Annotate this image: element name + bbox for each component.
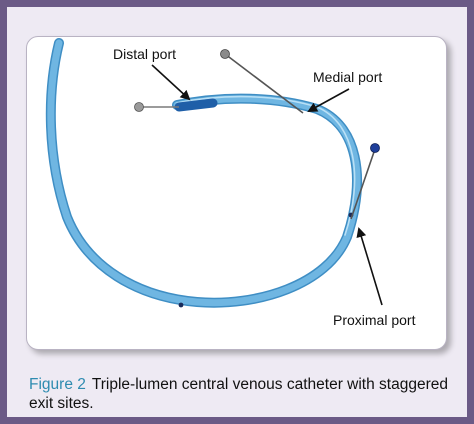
medial-port-pin-head xyxy=(220,49,230,59)
figure-caption-label: Figure 2 xyxy=(29,376,86,393)
catheter-tube xyxy=(47,39,361,307)
proximal-port-arrow xyxy=(356,227,383,306)
catheter-tip-segment xyxy=(174,98,218,112)
distal-port-arrow xyxy=(151,64,191,101)
proximal-port-label: Proximal port xyxy=(333,312,416,328)
figure-image-panel: Distal port Medial port Proximal port xyxy=(26,36,447,350)
medial-port-arrow xyxy=(307,88,350,112)
figure-caption-text: Triple-lumen central venous catheter wit… xyxy=(29,376,448,412)
distal-port-label: Distal port xyxy=(113,46,176,62)
distal-port-pin-head xyxy=(134,102,144,112)
medial-port-pin xyxy=(224,53,304,114)
proximal-port-pin-head xyxy=(370,143,380,153)
catheter-illustration: Distal port Medial port Proximal port xyxy=(45,38,416,328)
medial-port-label: Medial port xyxy=(313,69,382,85)
tube-mark xyxy=(178,302,184,308)
proximal-port-pin xyxy=(350,148,376,220)
